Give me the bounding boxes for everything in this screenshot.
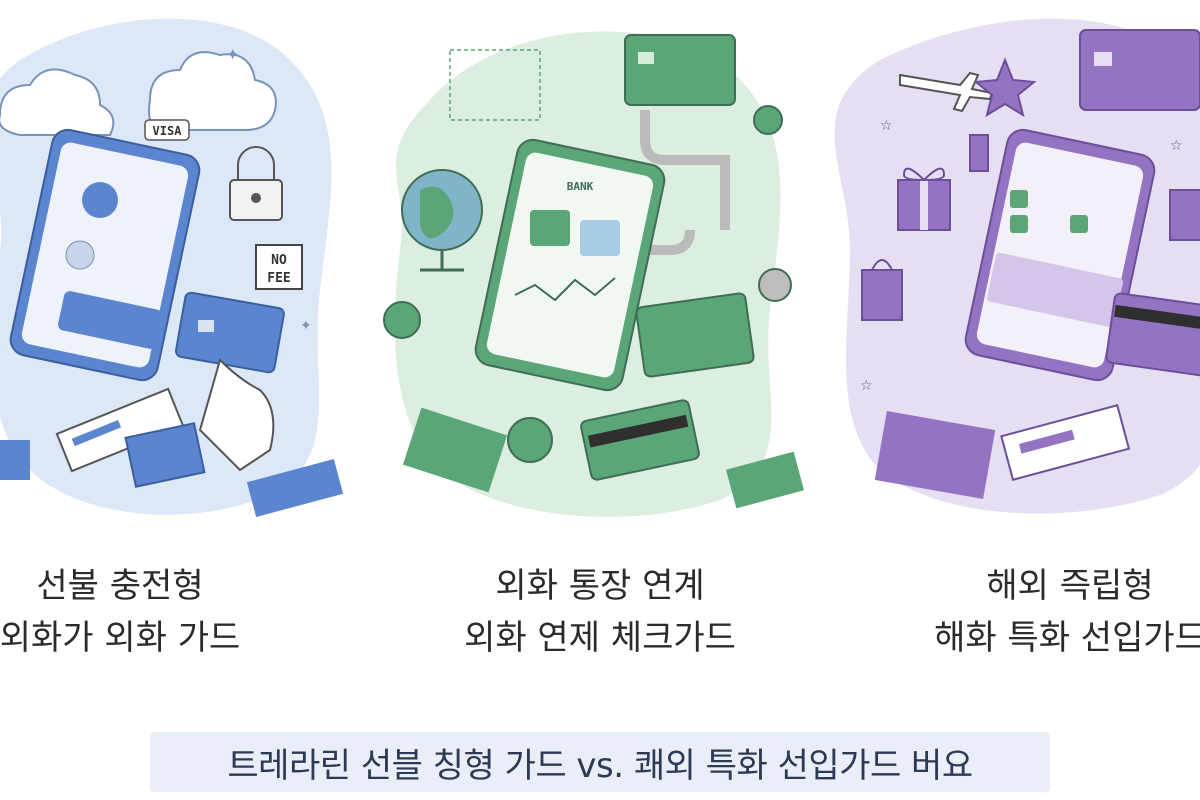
sparkle-icon: ☆ xyxy=(1170,138,1183,154)
caption-line1: 선불 충전형 xyxy=(36,566,204,606)
caption-line2: 해화 특화 선입가드 xyxy=(934,618,1200,658)
phone-icon xyxy=(9,128,201,382)
caption-prepaid-card: 선불 충전형 외화가 외화 가드 xyxy=(0,560,320,664)
travel-card-illustration-art: ☆ ☆ ☆ xyxy=(834,18,1200,514)
footer-banner: 트레라린 선블 칭형 가드 vs. 쾌외 특화 선입가드 버요 xyxy=(150,732,1050,792)
card-icon xyxy=(580,399,700,481)
star-icon xyxy=(973,57,1037,118)
card-icon xyxy=(635,292,755,378)
travel-card-illustration: ☆ ☆ ☆ xyxy=(820,0,1200,520)
card-icon xyxy=(624,34,736,106)
gift-icon xyxy=(1169,189,1200,241)
lock-icon xyxy=(229,146,283,221)
pipe-icon xyxy=(640,110,730,230)
caption-line1: 외화 통장 연계 xyxy=(495,566,705,606)
no-fee-line1: NO xyxy=(271,253,287,268)
hand-right xyxy=(198,358,275,472)
sleeve-right xyxy=(726,451,804,509)
phone-icon xyxy=(964,128,1156,382)
foreign-account-illustration: BANK xyxy=(380,0,804,520)
ticket-icon xyxy=(1000,403,1131,481)
card-icon xyxy=(174,291,285,374)
sparkle-icon: ☆ xyxy=(880,118,893,134)
sleeve-left xyxy=(874,410,996,500)
card-icon xyxy=(1079,29,1200,111)
sparkle-icon: ☆ xyxy=(860,378,873,394)
visa-tag: VISA xyxy=(144,119,190,141)
caption-foreign-account-card: 외화 통장 연계 외화 연제 체크가드 xyxy=(400,560,800,664)
caption-line2: 외화 연제 체크가드 xyxy=(464,618,736,658)
sleeve-left xyxy=(0,440,30,480)
sparkle-icon: ✦ xyxy=(300,318,312,334)
phone-bank-label: BANK xyxy=(567,180,594,193)
no-fee-line2: FEE xyxy=(267,271,290,286)
shopping-bag-icon xyxy=(861,259,903,321)
visa-tag-text: VISA xyxy=(153,124,183,138)
caption-travel-card: 해외 즉립형 해화 특화 선입가드 xyxy=(870,560,1200,664)
footer-title: 트레라린 선블 칭형 가드 vs. 쾌외 특화 선입가드 버요 xyxy=(227,745,973,786)
sleeve-right xyxy=(246,458,344,518)
coin-icon xyxy=(383,105,792,463)
no-fee-sign: NO FEE xyxy=(255,244,303,290)
foreign-account-illustration-art: BANK xyxy=(383,31,804,517)
cloud-icon xyxy=(0,51,277,136)
prepaid-card-illustration-art: NO FEE VISA ✦ ✦ xyxy=(0,18,344,518)
globe-icon xyxy=(401,169,483,272)
ticket-frame xyxy=(449,49,541,121)
gift-icon xyxy=(897,167,951,231)
sparkle-icon: ✦ xyxy=(226,45,239,64)
card-icon xyxy=(1105,292,1200,378)
pipe-icon xyxy=(610,229,695,255)
prepaid-card-illustration: NO FEE VISA ✦ ✦ xyxy=(0,0,380,520)
coin-stack-icon xyxy=(969,134,989,172)
caption-line1: 해외 즉립형 xyxy=(986,566,1154,606)
caption-line2: 외화가 외화 가드 xyxy=(0,618,241,658)
phone-icon: BANK xyxy=(474,138,666,392)
sleeve-left xyxy=(402,407,508,493)
passport-icon xyxy=(124,422,206,488)
